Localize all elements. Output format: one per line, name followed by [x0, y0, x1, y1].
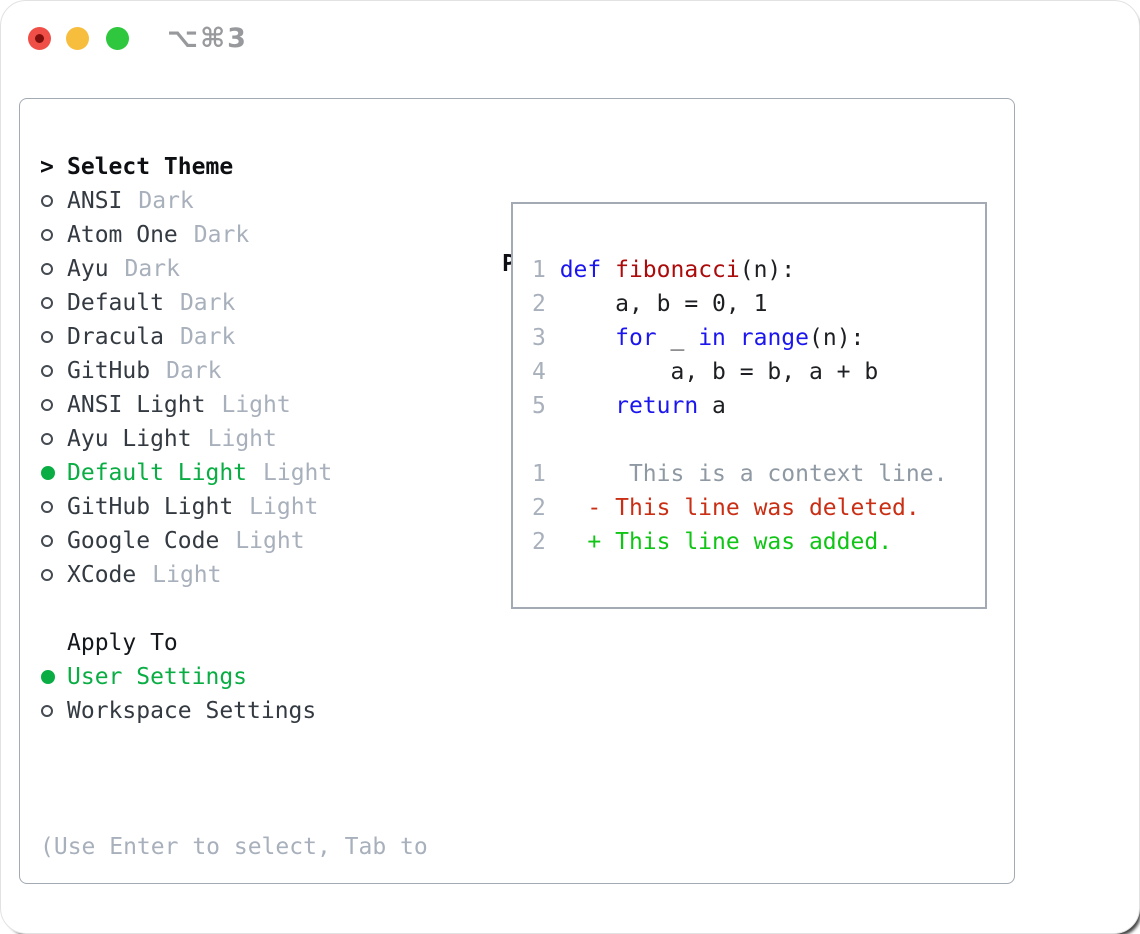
hint-text: (Use Enter to select, Tab to change focu…: [40, 762, 490, 933]
hint-line: (Use Enter to select, Tab to: [40, 834, 428, 860]
bullet-cell: [40, 399, 67, 411]
maximize-button[interactable]: [106, 27, 129, 50]
code-line: 2 a, b = 0, 1: [532, 291, 768, 317]
theme-item[interactable]: Default Light Light: [40, 456, 490, 490]
theme-item[interactable]: ANSI Dark: [40, 184, 490, 218]
apply-to-option-label: Workspace Settings: [67, 698, 317, 724]
bullet-cell: [40, 195, 67, 207]
theme-variant-tag: Dark: [193, 222, 250, 248]
code-line: 1 def fibonacci(n):: [532, 257, 796, 283]
theme-item-label: GitHub Light: [67, 494, 234, 520]
bullet-cell: [40, 569, 67, 581]
theme-item-label: Default Light: [67, 460, 248, 486]
code-line: 5 return a: [532, 393, 726, 419]
theme-item[interactable]: Ayu Dark: [40, 252, 490, 286]
preview-box: 1 def fibonacci(n): 2 a, b = 0, 1 3 for _ …: [511, 202, 987, 609]
close-dot-icon: [35, 34, 44, 43]
code-line: 2 + This line was added.: [532, 529, 893, 555]
theme-item[interactable]: Atom One Dark: [40, 218, 490, 252]
code-line: 2 - This line was deleted.: [532, 495, 920, 521]
theme-variant-tag: Dark: [179, 290, 236, 316]
bullet-cell: [40, 229, 67, 241]
spacer: [40, 728, 490, 762]
theme-item[interactable]: Dracula Dark: [40, 320, 490, 354]
code-line: 4 a, b = b, a + b: [532, 359, 879, 385]
theme-item-label: GitHub: [67, 358, 151, 384]
radio-icon: [41, 705, 53, 717]
theme-variant-tag: Dark: [138, 188, 194, 214]
apply-to-option-label: User Settings: [67, 664, 248, 690]
radio-icon: [41, 399, 53, 411]
radio-icon: [41, 229, 53, 241]
theme-list-title: Select Theme: [67, 154, 234, 180]
minimize-button[interactable]: [66, 27, 89, 50]
theme-variant-tag: Dark: [179, 324, 236, 350]
apply-to-option[interactable]: User Settings: [40, 660, 490, 694]
theme-item-label: ANSI: [67, 188, 123, 214]
bullet-cell: [40, 331, 67, 343]
apply-to-option[interactable]: Workspace Settings: [40, 694, 490, 728]
bullet-cell: [40, 433, 67, 445]
selection-prompt-icon: >: [40, 154, 54, 180]
theme-item[interactable]: Ayu Light Light: [40, 422, 490, 456]
bullet-cell: [40, 365, 67, 377]
theme-item-label: Ayu: [67, 256, 109, 282]
theme-item-label: ANSI Light: [67, 392, 206, 418]
bullet-cell: [40, 466, 67, 480]
close-button[interactable]: [28, 27, 51, 50]
spacer: [40, 592, 490, 626]
bullet-cell: [40, 535, 67, 547]
theme-item-label: Atom One: [67, 222, 178, 248]
theme-variant-tag: Dark: [166, 358, 222, 384]
apply-to-header: Apply To: [40, 626, 490, 660]
theme-item[interactable]: Google Code Light: [40, 524, 490, 558]
code-line: 3 for _ in range(n):: [532, 325, 865, 351]
theme-variant-tag: Light: [263, 460, 333, 486]
theme-item[interactable]: GitHub Dark: [40, 354, 490, 388]
radio-icon: [41, 195, 53, 207]
theme-variant-tag: Light: [221, 392, 291, 418]
theme-item-label: Dracula: [67, 324, 164, 350]
theme-variant-tag: Light: [207, 426, 277, 452]
theme-item-label: Ayu Light: [67, 426, 192, 452]
radio-icon: [41, 331, 53, 343]
window-title: ⌥⌘3: [167, 23, 248, 54]
theme-list-header: > Select Theme: [40, 150, 490, 184]
bullet-cell: [40, 670, 67, 684]
radio-selected-icon: [41, 670, 55, 684]
code-line: 1 This is a context line.: [532, 461, 948, 487]
bullet-cell: [40, 297, 67, 309]
bullet-cell: [40, 263, 67, 275]
theme-variant-tag: Light: [152, 562, 222, 588]
title-bar: ⌥⌘3: [1, 1, 1139, 76]
theme-item-label: Google Code: [67, 528, 220, 554]
theme-variant-tag: Light: [235, 528, 305, 554]
theme-variant-tag: Dark: [124, 256, 180, 282]
radio-icon: [41, 433, 53, 445]
radio-icon: [41, 569, 53, 581]
apply-to-title: Apply To: [67, 630, 178, 656]
radio-icon: [41, 263, 53, 275]
code-preview: 1 def fibonacci(n): 2 a, b = 0, 1 3 for _ …: [532, 253, 947, 559]
bullet-cell: [40, 705, 67, 717]
code-line: [532, 423, 947, 457]
radio-icon: [41, 501, 53, 513]
radio-icon: [41, 365, 53, 377]
radio-selected-icon: [41, 466, 55, 480]
theme-item[interactable]: GitHub Light Light: [40, 490, 490, 524]
bullet-cell: [40, 501, 67, 513]
theme-variant-tag: Light: [249, 494, 319, 520]
theme-item[interactable]: ANSI Light Light: [40, 388, 490, 422]
theme-item-label: XCode: [67, 562, 137, 588]
theme-item[interactable]: Default Dark: [40, 286, 490, 320]
theme-item[interactable]: XCode Light: [40, 558, 490, 592]
theme-item-label: Default: [67, 290, 164, 316]
radio-icon: [41, 297, 53, 309]
radio-icon: [41, 535, 53, 547]
